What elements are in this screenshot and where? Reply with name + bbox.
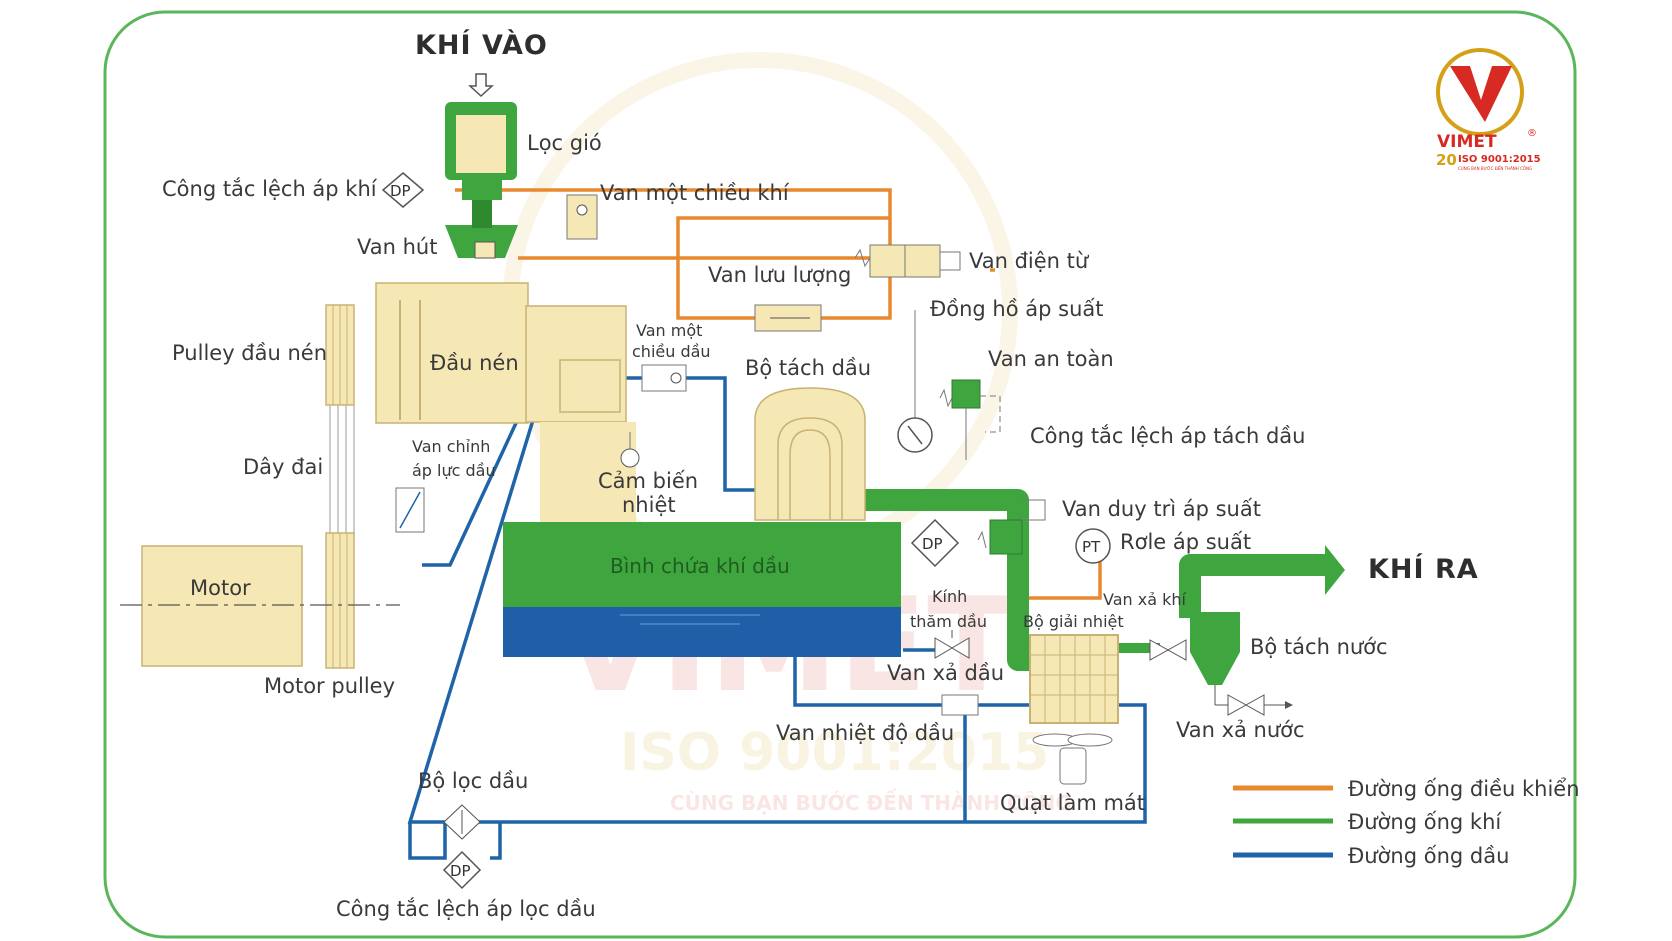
label-oil-drain-valve: Van xả dầu (887, 661, 1004, 685)
logo-cert: ISO 9001:2015 (1458, 154, 1541, 165)
label-safety-valve: Van an toàn (988, 347, 1114, 371)
cooling-fan-icon (1032, 733, 1113, 785)
label-sight-glass-2: thăm dầu (910, 612, 987, 631)
label-flow-valve: Van lưu lượng (708, 263, 851, 287)
vimet-logo: VIMET ® 20 ISO 9001:2015 CÙNG BẠN BƯỚC Đ… (1436, 48, 1541, 171)
air-filter (445, 102, 518, 259)
svg-text:PT: PT (1082, 538, 1101, 556)
label-water-drain-valve: Van xả nước (1176, 718, 1305, 742)
air-oil-tank (503, 522, 901, 657)
drive-belt (329, 405, 355, 535)
label-sight-glass-1: Kính (932, 587, 967, 606)
label-oil-filter-dp-switch: Công tắc lệch áp lọc dầu (336, 897, 596, 921)
label-oil-filter: Bộ lọc dầu (418, 769, 528, 793)
label-air-in: KHÍ VÀO (415, 29, 548, 61)
svg-text:CÙNG BẠN BƯỚC ĐẾN THÀNH CÔNG: CÙNG BẠN BƯỚC ĐẾN THÀNH CÔNG (670, 789, 1072, 815)
label-cooler: Bộ giải nhiệt (1023, 612, 1124, 631)
label-oil-check-valve-1: Van một (636, 321, 702, 340)
oil-filter-dp-switch-icon: DP (442, 850, 482, 890)
label-cooling-fan: Quạt làm mát (1000, 791, 1145, 815)
legend-item-air: Đường ống khí (1233, 810, 1502, 834)
motor (120, 545, 400, 667)
label-motor: Motor (190, 576, 251, 600)
cooler (1029, 634, 1119, 724)
label-intake-valve: Van hút (357, 235, 437, 259)
label-sep-dp-switch: Công tắc lệch áp tách dầu (1030, 424, 1305, 448)
pressure-relay-icon: PT (1075, 528, 1111, 564)
logo-tagline: CÙNG BẠN BƯỚC ĐẾN THÀNH CÔNG (1458, 165, 1532, 171)
label-belt: Dây đai (243, 455, 323, 479)
label-pressure-relay: Rơle áp suất (1120, 530, 1251, 554)
label-min-pressure-valve: Van duy trì áp suất (1062, 497, 1261, 521)
air-drain-valve-icon (1149, 639, 1187, 661)
water-drain-valve-icon (1215, 694, 1293, 716)
svg-text:DP: DP (450, 862, 471, 880)
flow-valve-icon (754, 304, 822, 332)
label-air-filter: Lọc gió (527, 131, 602, 155)
air-dp-switch-icon: DP (381, 172, 425, 208)
pressure-gauge-icon (897, 310, 933, 453)
svg-text:ISO 9001:2015: ISO 9001:2015 (620, 723, 1049, 783)
diagram-frame (103, 10, 1577, 939)
oil-check-valve-icon (641, 364, 687, 392)
label-oil-check-valve-2: chiều dầu (632, 342, 711, 361)
oil-pressure-valve-icon (395, 487, 425, 533)
label-pulley-head: Pulley đầu nén (172, 341, 327, 365)
label-water-separator: Bộ tách nước (1250, 635, 1388, 659)
logo-anniversary: 20 (1436, 151, 1457, 169)
label-compressor-head: Đầu nén (430, 351, 519, 375)
svg-text:Đường ống dầu: Đường ống dầu (1348, 844, 1509, 868)
label-oil-separator: Bộ tách dầu (745, 356, 871, 380)
head-pulley (325, 304, 355, 406)
temp-sensor-icon (620, 432, 640, 468)
logo-brand: VIMET (1437, 132, 1497, 152)
svg-text:Đường ống khí: Đường ống khí (1348, 810, 1502, 834)
label-oil-pressure-valve-2: áp lực dầu (412, 461, 496, 480)
compressor-head (375, 282, 636, 522)
label-air-dp-switch: Công tắc lệch áp khí (162, 177, 378, 201)
label-temp-sensor-1: Cảm biến (598, 469, 698, 493)
legend-item-oil: Đường ống dầu (1233, 844, 1509, 868)
label-solenoid-valve: Van điện từ (969, 249, 1090, 273)
label-temp-sensor-2: nhiệt (622, 493, 676, 517)
solenoid-valve-icon (854, 244, 961, 278)
label-thermo-valve: Van nhiệt độ dầu (776, 721, 954, 745)
label-air-check-valve: Van một chiều khí (600, 181, 790, 205)
legend-item-control: Đường ống điều khiển (1233, 777, 1580, 801)
label-pressure-gauge: Đồng hồ áp suất (930, 297, 1104, 321)
svg-text:DP: DP (390, 182, 411, 200)
svg-text:DP: DP (922, 535, 943, 553)
air-in-arrow-icon (468, 73, 494, 98)
label-motor-pulley: Motor pulley (264, 674, 395, 698)
label-air-out: KHÍ RA (1368, 553, 1479, 585)
air-check-valve-icon (566, 194, 598, 240)
min-pressure-valve-icon (977, 499, 1046, 555)
sep-dp-switch-icon: DP (910, 518, 960, 568)
label-air-drain-valve: Van xả khí (1103, 590, 1187, 609)
svg-text:®: ® (1527, 128, 1537, 139)
oil-drain-valve-icon (934, 630, 970, 659)
legend: Đường ống điều khiển Đường ống khí Đường… (1233, 777, 1580, 868)
oil-filter-icon (443, 804, 481, 840)
safety-valve-icon (939, 379, 1001, 460)
oil-separator (754, 387, 866, 521)
thermo-valve-icon (941, 694, 979, 716)
motor-pulley (325, 532, 355, 669)
label-oil-pressure-valve-1: Van chỉnh (412, 437, 490, 456)
label-tank: Bình chứa khí dầu (610, 554, 790, 578)
water-separator (1190, 612, 1240, 705)
svg-text:Đường ống điều khiển: Đường ống điều khiển (1348, 777, 1580, 801)
air-out-arrow (1325, 545, 1345, 595)
